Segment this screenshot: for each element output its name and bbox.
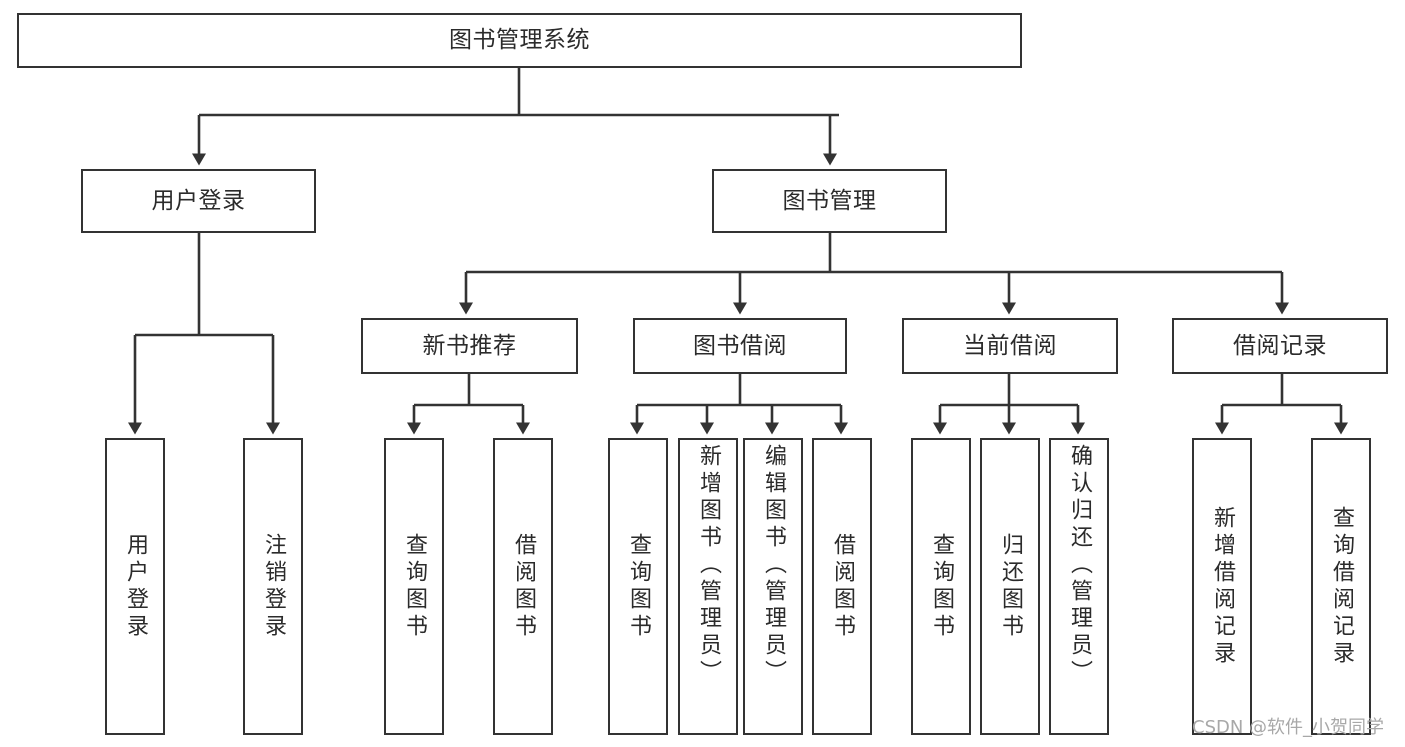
node-borrow-record-label: 借阅记录 (1233, 332, 1327, 359)
node-current-borrow-label: 当前借阅 (963, 332, 1057, 359)
node-user-login-label: 用户登录 (151, 187, 246, 214)
leaf-query-book-1-label: 查询图书 (402, 532, 427, 641)
csdn-watermark: CSDN @软件_小贺同学 (1192, 717, 1385, 738)
leaf-query-book-1[interactable]: 查询图书 (384, 438, 444, 735)
leaf-logout[interactable]: 注销登录 (243, 438, 303, 735)
leaf-return-book[interactable]: 归还图书 (980, 438, 1040, 735)
node-root-label: 图书管理系统 (449, 27, 590, 54)
leaf-logout-label: 注销登录 (261, 532, 286, 641)
leaf-query-book-3[interactable]: 查询图书 (911, 438, 971, 735)
node-current-borrow[interactable]: 当前借阅 (902, 318, 1118, 374)
node-book-management-label: 图书管理 (782, 187, 877, 214)
node-borrow-record[interactable]: 借阅记录 (1172, 318, 1388, 374)
leaf-user-login-label: 用户登录 (123, 532, 148, 641)
leaf-confirm-return[interactable]: 确认归还（管理员） (1049, 438, 1109, 735)
leaf-query-book-2[interactable]: 查询图书 (608, 438, 668, 735)
node-user-login[interactable]: 用户登录 (81, 169, 316, 233)
leaf-user-login[interactable]: 用户登录 (105, 438, 165, 735)
leaf-add-book-label: 新增图书（管理员） (696, 444, 721, 687)
leaf-borrow-book-2[interactable]: 借阅图书 (812, 438, 872, 735)
leaf-add-record-label: 新增借阅记录 (1210, 505, 1235, 668)
leaf-edit-book[interactable]: 编辑图书（管理员） (743, 438, 803, 735)
node-book-borrow[interactable]: 图书借阅 (633, 318, 847, 374)
leaf-confirm-return-label: 确认归还（管理员） (1067, 444, 1092, 687)
node-book-borrow-label: 图书借阅 (693, 332, 787, 359)
leaf-query-record-label: 查询借阅记录 (1329, 505, 1354, 668)
leaf-edit-book-label: 编辑图书（管理员） (761, 444, 786, 687)
node-new-book-recommend-label: 新书推荐 (422, 332, 517, 359)
leaf-borrow-book-1-label: 借阅图书 (511, 532, 536, 641)
leaf-return-book-label: 归还图书 (998, 532, 1023, 641)
leaf-add-book[interactable]: 新增图书（管理员） (678, 438, 738, 735)
leaf-add-record[interactable]: 新增借阅记录 (1192, 438, 1252, 735)
node-new-book-recommend[interactable]: 新书推荐 (361, 318, 578, 374)
node-book-management[interactable]: 图书管理 (712, 169, 947, 233)
leaf-query-book-3-label: 查询图书 (929, 532, 954, 641)
leaf-borrow-book-1[interactable]: 借阅图书 (493, 438, 553, 735)
node-root[interactable]: 图书管理系统 (17, 13, 1022, 68)
leaf-query-book-2-label: 查询图书 (626, 532, 651, 641)
leaf-borrow-book-2-label: 借阅图书 (830, 532, 855, 641)
leaf-query-record[interactable]: 查询借阅记录 (1311, 438, 1371, 735)
